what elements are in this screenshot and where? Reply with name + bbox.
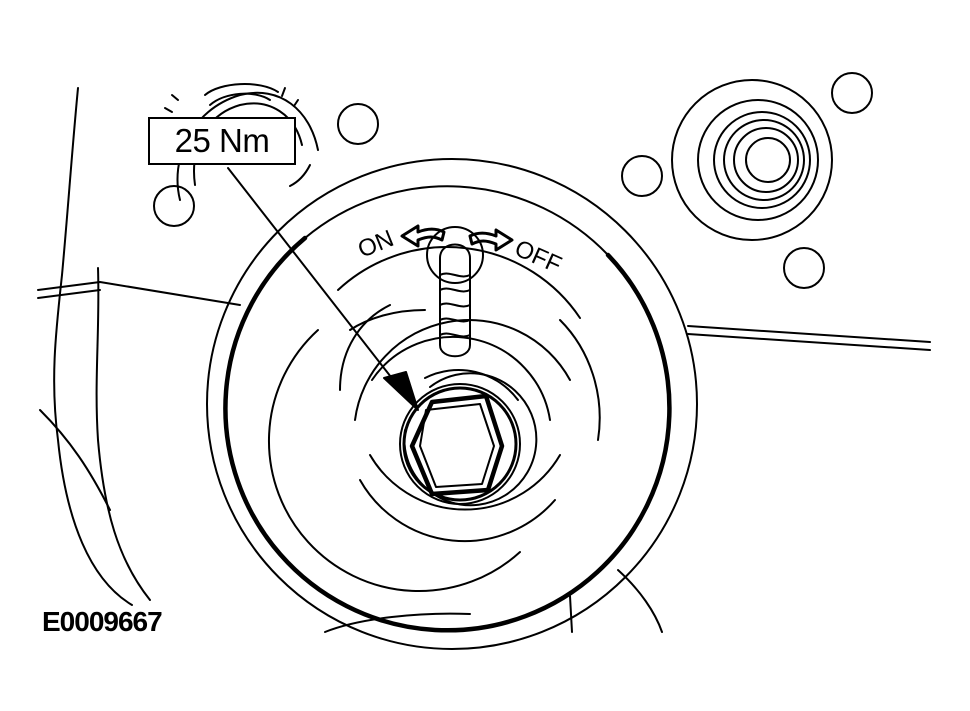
dial-off-label: OFF	[511, 235, 566, 279]
bolt-hole	[831, 72, 873, 114]
bolt-hole	[783, 247, 825, 289]
torque-callout-box	[148, 117, 296, 165]
adjust-direction-arrows	[400, 224, 514, 252]
leader-line	[227, 167, 419, 411]
leader-arrowhead	[383, 371, 419, 411]
bolt-hole	[337, 103, 379, 145]
torque-callout: 25 Nm	[174, 122, 270, 159]
tensioner-body	[206, 158, 698, 650]
tensioner-pointer	[426, 226, 484, 358]
center-bolt	[399, 368, 538, 507]
bolt-hole	[621, 155, 663, 197]
housing-outline	[37, 87, 931, 633]
figure-id: E0009667	[42, 606, 163, 637]
bolt-hole	[153, 185, 195, 227]
idler-pulley	[671, 79, 833, 241]
